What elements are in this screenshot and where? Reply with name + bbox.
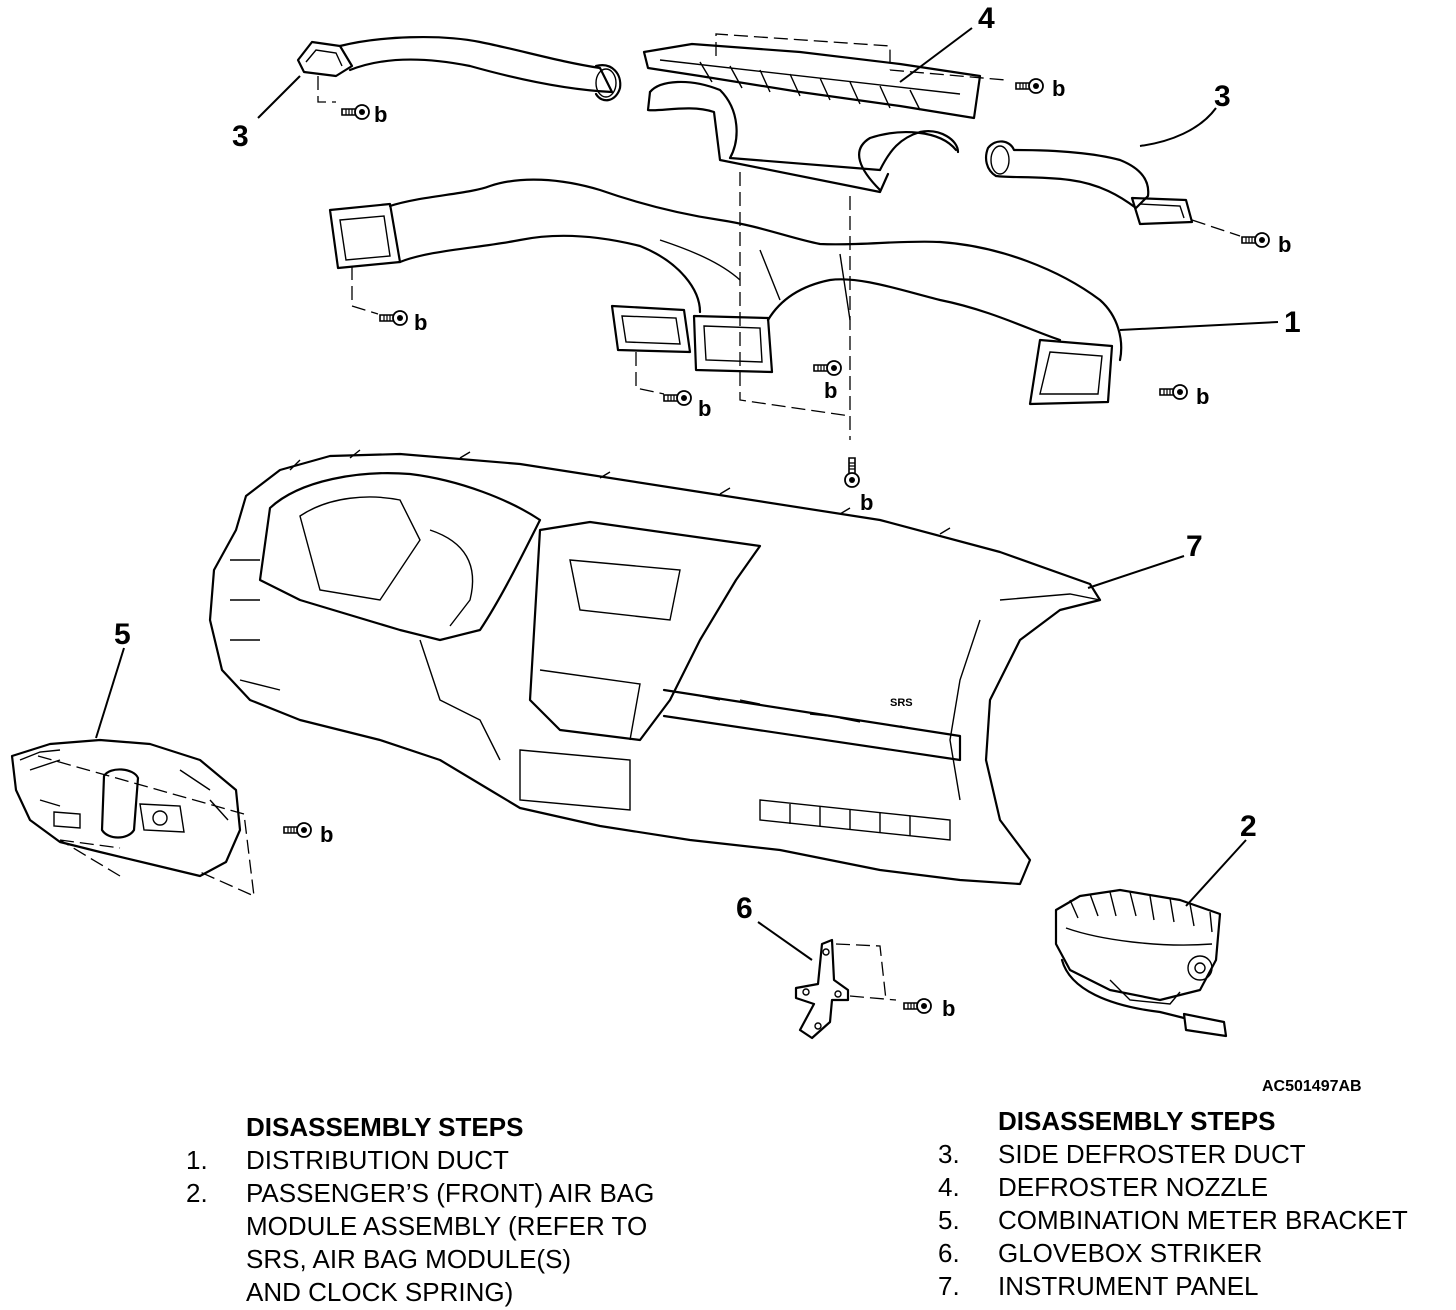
screw-icon — [844, 457, 860, 488]
step-text: PASSENGER’S (FRONT) AIR BAG MODULE ASSEM… — [246, 1178, 655, 1307]
callout-leader — [1119, 321, 1279, 331]
screw-icon — [813, 360, 842, 376]
step-number: 1. — [186, 1145, 208, 1175]
list-item: 6. GLOVEBOX STRIKER — [938, 1237, 1448, 1270]
side-defroster-duct-right — [985, 140, 1194, 226]
callout-leader — [1139, 107, 1217, 147]
list-item: 5. COMBINATION METER BRACKET — [938, 1204, 1448, 1237]
step-text: INSTRUMENT PANEL — [998, 1271, 1259, 1301]
step-number: 2. — [186, 1178, 208, 1208]
callout-leader — [899, 27, 973, 83]
fastener-label-b: b — [942, 996, 955, 1021]
screw-icon — [1015, 78, 1044, 94]
callout-leader — [757, 921, 813, 961]
list-item: 4. DEFROSTER NOZZLE — [938, 1171, 1448, 1204]
list-item: 7. INSTRUMENT PANEL — [938, 1270, 1448, 1303]
callout-6: 6 — [736, 892, 753, 925]
callout-leader — [1185, 839, 1247, 907]
list-item: 3. SIDE DEFROSTER DUCT — [938, 1138, 1448, 1171]
fastener-label-b: b — [320, 822, 333, 847]
fastener-guide — [37, 755, 255, 898]
srs-marking: SRS — [890, 697, 913, 709]
screw-icon — [341, 104, 370, 120]
step-number: 7. — [938, 1271, 960, 1301]
screw-icon — [903, 998, 932, 1014]
list-item: 1. DISTRIBUTION DUCT — [186, 1144, 746, 1177]
instrument-panel — [208, 449, 1102, 886]
callout-7: 7 — [1186, 530, 1203, 563]
defroster-nozzle — [642, 42, 982, 194]
fastener-guide — [715, 33, 1007, 81]
step-text: COMBINATION METER BRACKET — [998, 1205, 1408, 1235]
callout-leader — [1087, 555, 1185, 589]
screw-icon — [379, 310, 408, 326]
disassembly-steps-right: DISASSEMBLY STEPS 3. SIDE DEFROSTER DUCT… — [938, 1105, 1448, 1303]
exploded-parts-diagram: b 3 b 4 b 3 b b — [10, 2, 1301, 1040]
fastener-guide — [1191, 219, 1241, 237]
callout-3: 3 — [232, 120, 249, 153]
combination-meter-bracket — [10, 738, 242, 878]
steps-heading: DISASSEMBLY STEPS — [998, 1106, 1276, 1136]
step-number: 3. — [938, 1139, 960, 1169]
step-text: DISTRIBUTION DUCT — [246, 1145, 509, 1175]
step-text: SIDE DEFROSTER DUCT — [998, 1139, 1306, 1169]
disassembly-steps-left: DISASSEMBLY STEPS 1. DISTRIBUTION DUCT 2… — [186, 1111, 746, 1309]
fastener-label-b: b — [374, 102, 387, 127]
step-number: 4. — [938, 1172, 960, 1202]
screw-icon — [1241, 232, 1270, 248]
fastener-label-b: b — [1278, 232, 1291, 257]
fastener-label-b: b — [824, 378, 837, 403]
callout-3: 3 — [1214, 80, 1231, 113]
fastener-label-b: b — [860, 490, 873, 515]
list-item: 2. PASSENGER’S (FRONT) AIR BAG MODULE AS… — [186, 1177, 746, 1309]
screw-icon — [283, 822, 312, 838]
fastener-guide — [835, 943, 897, 1001]
fastener-guide — [351, 172, 851, 440]
step-number: 6. — [938, 1238, 960, 1268]
fastener-label-b: b — [414, 310, 427, 335]
steps-heading: DISASSEMBLY STEPS — [246, 1112, 524, 1142]
glovebox-striker — [794, 938, 850, 1040]
figure-code: AC501497AB — [1262, 1078, 1362, 1095]
fastener-guide — [317, 76, 336, 103]
step-text: GLOVEBOX STRIKER — [998, 1238, 1263, 1268]
callout-2: 2 — [1240, 810, 1257, 843]
step-number: 5. — [938, 1205, 960, 1235]
passenger-air-bag-module — [1054, 888, 1228, 1038]
callout-leader — [95, 647, 125, 739]
side-defroster-duct-left — [296, 35, 622, 102]
callout-5: 5 — [114, 618, 131, 651]
fastener-label-b: b — [698, 396, 711, 421]
fastener-label-b: b — [1196, 384, 1209, 409]
screw-icon — [1159, 384, 1188, 400]
distribution-duct — [328, 178, 1123, 406]
callout-leader — [257, 75, 301, 119]
callout-1: 1 — [1284, 306, 1301, 339]
step-text: DEFROSTER NOZZLE — [998, 1172, 1269, 1202]
callout-4: 4 — [978, 2, 995, 35]
fastener-label-b: b — [1052, 76, 1065, 101]
screw-icon — [663, 390, 692, 406]
